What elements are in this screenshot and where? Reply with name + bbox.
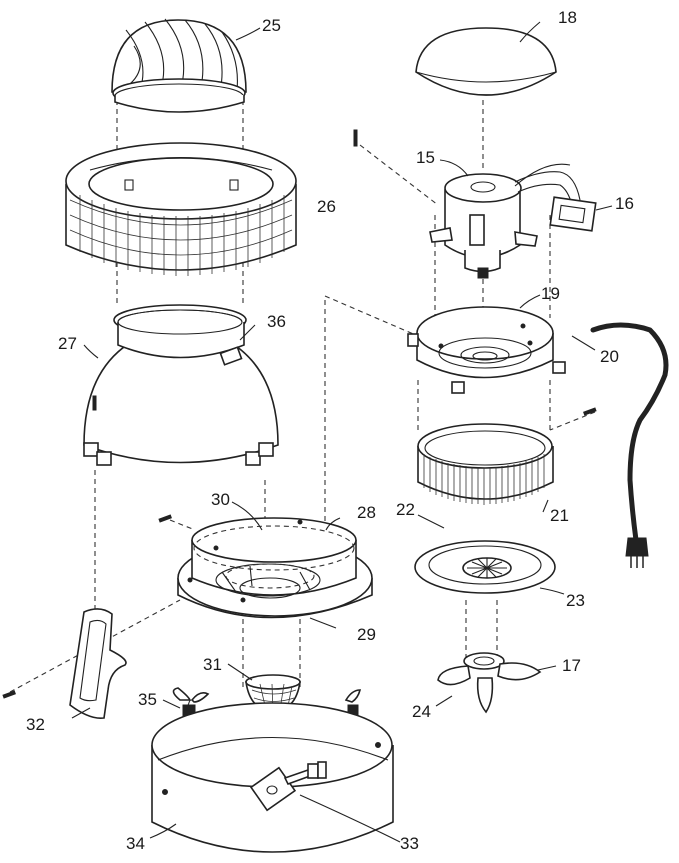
part-23-plate — [414, 540, 556, 594]
part-19-housing-ring — [407, 306, 566, 394]
part-32-handle — [2, 608, 127, 720]
part-15-motor — [353, 129, 538, 279]
label-16: 16 — [615, 194, 634, 213]
label-17: 17 — [562, 656, 581, 675]
part-26-grille-ring — [65, 142, 297, 276]
label-34: 34 — [126, 834, 145, 853]
part-18-top-dome — [415, 27, 557, 96]
label-24: 24 — [412, 702, 431, 721]
part-33-float — [249, 761, 327, 812]
label-26: 26 — [317, 197, 336, 216]
label-31: 31 — [203, 655, 222, 674]
label-18: 18 — [558, 8, 577, 27]
leader-lines — [71, 21, 613, 843]
label-32: 32 — [26, 715, 45, 734]
label-35: 35 — [138, 690, 157, 709]
label-20: 20 — [600, 347, 619, 366]
label-29: 29 — [357, 625, 376, 644]
label-33: 33 — [400, 834, 419, 853]
part-16-connector — [514, 163, 597, 232]
label-21: 21 — [550, 506, 569, 525]
part-21-filter-ring — [417, 407, 597, 505]
label-30: 30 — [211, 490, 230, 509]
part-27-lower-dome — [83, 309, 279, 466]
label-36: 36 — [267, 312, 286, 331]
part-28-29-30-base-tray — [158, 514, 373, 619]
label-25: 25 — [262, 16, 281, 35]
label-23: 23 — [566, 591, 585, 610]
label-15: 15 — [416, 148, 435, 167]
part-25-dome-cap — [111, 18, 247, 113]
part-20-power-cord — [590, 322, 669, 568]
label-22: 22 — [396, 500, 415, 519]
label-27: 27 — [58, 334, 77, 353]
part-labels: 25 18 15 16 26 19 36 27 20 30 22 28 21 2… — [26, 8, 634, 853]
part-24-propeller — [437, 652, 542, 714]
label-28: 28 — [357, 503, 376, 522]
label-19: 19 — [541, 284, 560, 303]
